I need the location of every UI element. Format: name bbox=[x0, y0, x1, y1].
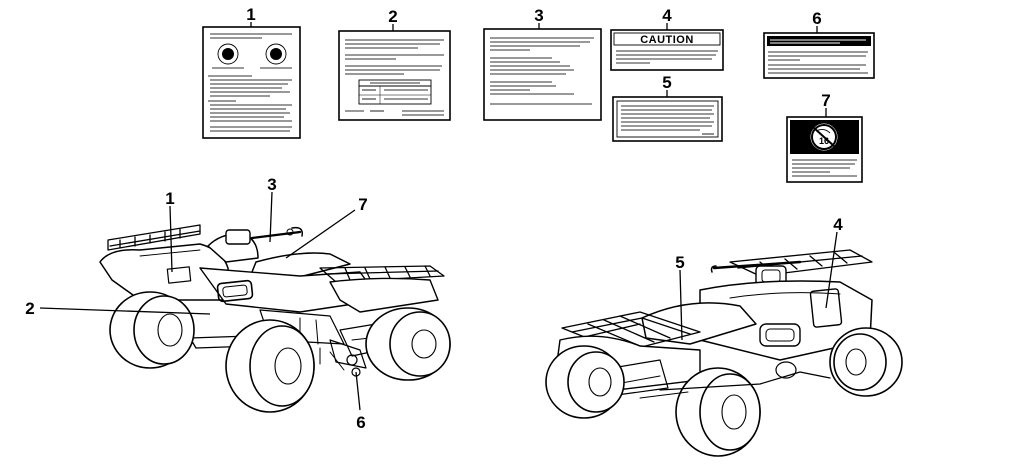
callout-1-atv: 1 bbox=[165, 189, 174, 208]
callout-7-top: 7 bbox=[821, 91, 830, 110]
callout-6-top: 6 bbox=[812, 9, 821, 28]
atv-left-side-view bbox=[99, 224, 451, 413]
callout-6-atv: 6 bbox=[356, 413, 365, 432]
label-3-engage-reverse-sticker bbox=[483, 28, 602, 121]
callout-4-top: 4 bbox=[662, 6, 672, 25]
front-rack bbox=[729, 249, 873, 277]
front-wheel bbox=[109, 291, 195, 369]
label-1-warning-sticker bbox=[202, 26, 301, 139]
rear-rack bbox=[319, 265, 445, 283]
leader-lines bbox=[39, 22, 838, 411]
label-4-caution-sticker: CAUTION bbox=[610, 29, 724, 71]
callout-4-atv: 4 bbox=[833, 215, 843, 234]
callout-1-top: 1 bbox=[246, 5, 255, 24]
rear-near-wheel bbox=[675, 367, 761, 457]
callout-5-atv: 5 bbox=[675, 253, 684, 272]
callout-2-atv: 2 bbox=[25, 299, 34, 318]
label-5-owners-manual-sticker bbox=[612, 96, 723, 142]
callout-2-top: 2 bbox=[388, 7, 397, 26]
label-7-age-warning-sticker: 16 bbox=[786, 116, 863, 183]
rear-far-wheel bbox=[365, 307, 451, 381]
front-rack bbox=[107, 224, 201, 251]
label-6-passenger-warning-sticker bbox=[763, 32, 875, 79]
rear-near-wheel bbox=[225, 319, 315, 413]
front-far-wheel bbox=[829, 327, 903, 397]
caution-heading: CAUTION bbox=[640, 34, 694, 46]
rear-far-wheel bbox=[545, 345, 625, 419]
callout-3-atv: 3 bbox=[267, 175, 276, 194]
callout-7-atv: 7 bbox=[358, 195, 367, 214]
atv-right-rear-view bbox=[545, 249, 903, 457]
label-2-tire-pressure-sticker bbox=[338, 30, 451, 121]
callout-numbers: 1 2 3 4 5 6 7 1 3 7 2 6 5 4 bbox=[25, 5, 843, 432]
callout-3-top: 3 bbox=[534, 6, 543, 25]
callout-5-top: 5 bbox=[662, 73, 671, 92]
age-number: 16 bbox=[819, 136, 829, 146]
